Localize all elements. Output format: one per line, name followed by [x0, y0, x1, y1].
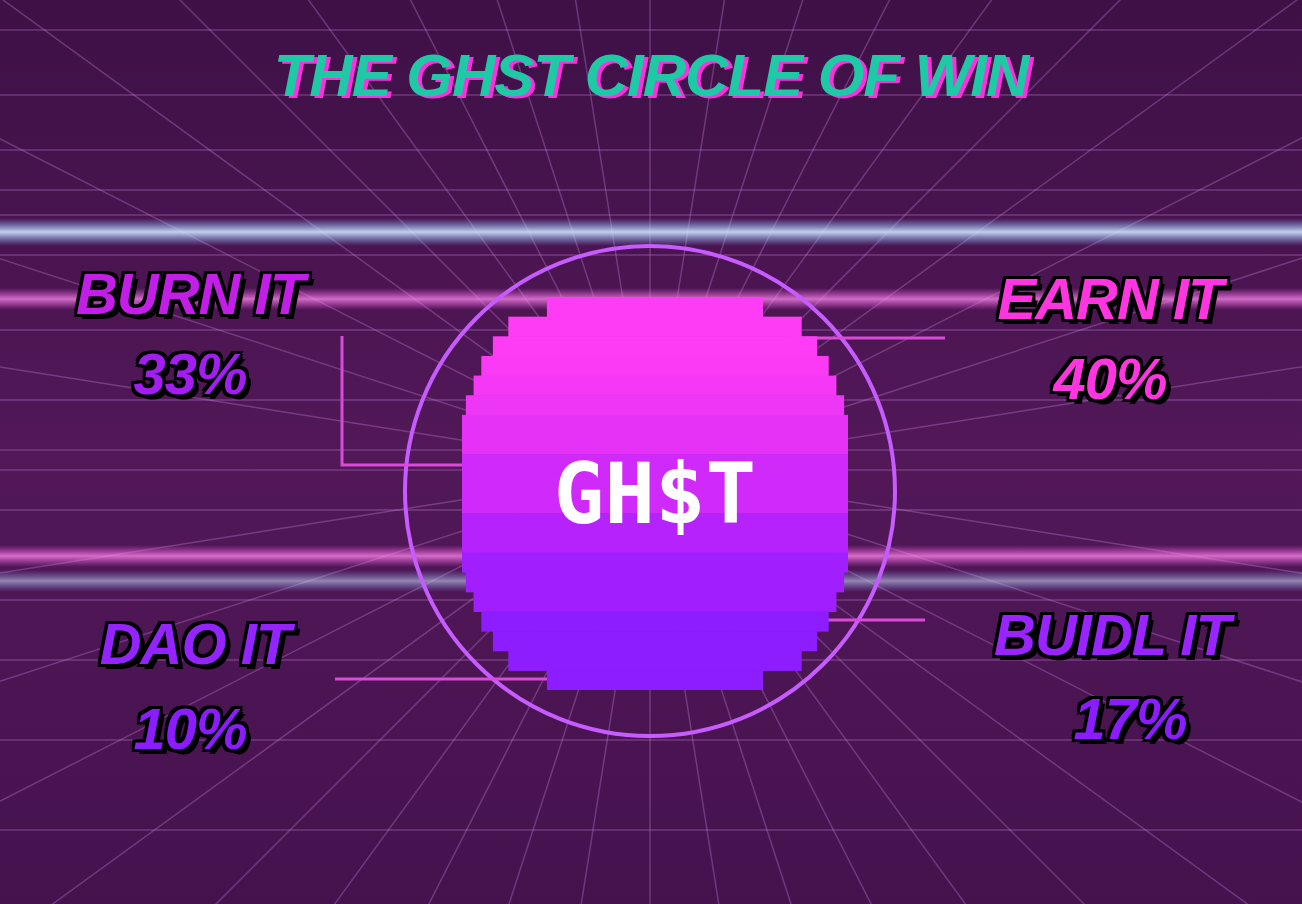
coin-pixel-row	[508, 651, 801, 671]
glow-band	[0, 570, 1302, 592]
glow-band	[0, 218, 1302, 246]
coin-pixel-row	[462, 552, 848, 572]
percentage-value: 17%	[1073, 690, 1186, 748]
coin-pixel-row	[466, 395, 844, 415]
coin-pixel-row	[547, 297, 763, 317]
coin-pixel-row	[466, 572, 844, 592]
coin-pixel-row	[462, 415, 848, 435]
coin-label: GH$T	[554, 452, 756, 536]
segment-label: BUIDL IT	[994, 606, 1230, 664]
title: THE GHST CIRCLE OF WIN	[274, 46, 1029, 106]
coin-pixel-row	[474, 592, 837, 612]
leader-line	[335, 678, 582, 681]
coin-pixel-row	[462, 533, 848, 553]
grid-line	[0, 214, 1302, 216]
coin-pixel-row	[481, 611, 828, 631]
leader-line	[342, 336, 470, 465]
grid-line	[0, 149, 1302, 151]
segment-label: BURN IT	[76, 265, 304, 323]
percentage-value: 40%	[1053, 350, 1166, 408]
grid-line	[0, 254, 1302, 256]
coin-pixel-row	[547, 670, 763, 690]
coin-pixel-row	[493, 631, 817, 651]
segment-label: DAO IT	[100, 615, 291, 673]
percentage-value: 33%	[133, 345, 246, 403]
coin-pixel-row	[474, 376, 837, 396]
coin-pixel-row	[508, 317, 801, 337]
coin-node: GH$T	[462, 297, 848, 690]
leader-lines	[335, 336, 945, 679]
coin-pixel-row	[481, 356, 828, 376]
grid-line	[0, 189, 1302, 191]
grid-line	[0, 829, 1302, 831]
percentage-value: 10%	[133, 700, 246, 758]
segment-label: EARN IT	[998, 270, 1223, 328]
grid-line	[0, 29, 1302, 31]
outer-ring	[405, 246, 895, 736]
coin-pixel-row	[493, 336, 817, 356]
